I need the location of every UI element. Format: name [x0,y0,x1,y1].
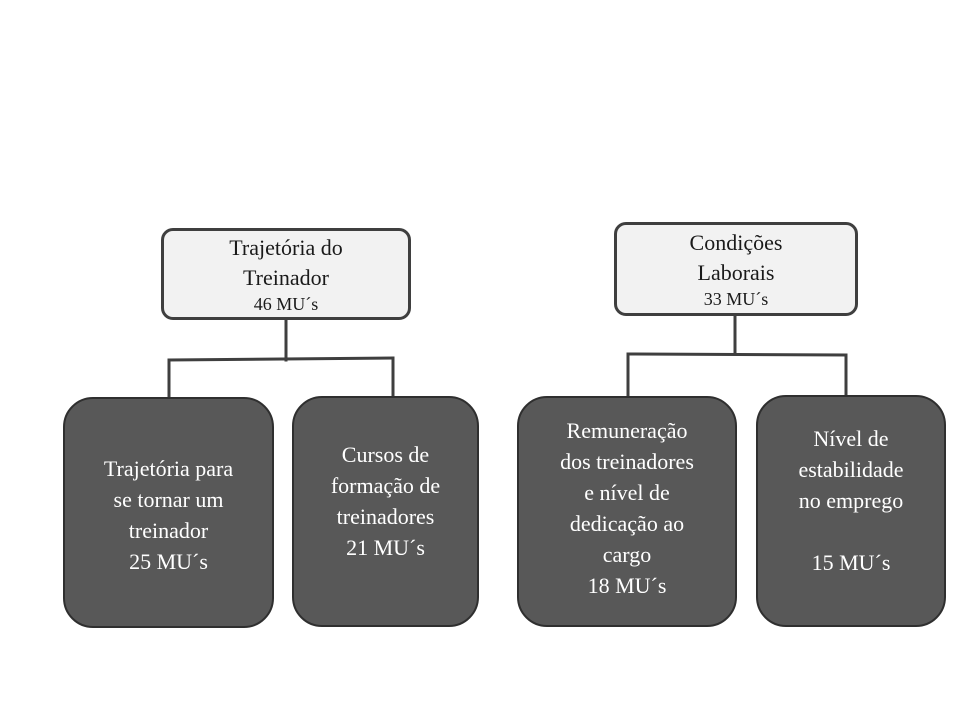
node-cursos-de-formacao: Cursos de formação de treinadores 21 MU´… [292,396,479,627]
node-value: 21 MU´s [346,534,425,560]
node-text-line: formação de [330,472,441,498]
node-condicoes-laborais: Condições Laborais 33 MU´s [614,222,858,316]
connector-right-bar [626,352,848,357]
node-text-line: estabilidade [798,456,904,482]
node-value: 18 MU´s [587,572,667,598]
node-trajetoria-do-treinador: Trajetória do Treinador 46 MU´s [161,228,411,320]
node-text-line: Trajetória para [103,455,234,481]
node-value: 25 MU´s [129,548,208,574]
node-text-line: dedicação ao [569,510,685,536]
node-nivel-de-estabilidade: Nível de estabilidade no emprego 15 MU´s [756,395,946,627]
node-text-line: no emprego [798,487,904,513]
node-text-line: cargo [602,541,652,567]
node-title-line: Trajetória do [229,235,343,260]
node-text-line: e nível de [584,479,670,505]
node-text-line: se tornar um [113,486,224,512]
node-text-line: treinadores [336,503,435,529]
node-value: 33 MU´s [703,289,769,309]
node-text-line: Remuneração [566,417,688,443]
node-title-line: Condições [689,230,783,255]
node-text-line: treinador [128,517,209,543]
node-remuneracao-dos-treinadores: Remuneração dos treinadores e nível de d… [517,396,737,627]
node-trajetoria-para-treinador: Trajetória para se tornar um treinador 2… [63,397,274,628]
connector-left-bar [167,356,395,362]
node-text-line: Cursos de [341,441,430,467]
node-value: 46 MU´s [253,294,319,314]
node-value: 15 MU´s [811,549,891,575]
node-title-line: Treinador [243,265,329,290]
node-text-line: Nível de [813,425,889,451]
node-title-line: Laborais [697,260,775,285]
node-text-line: dos treinadores [560,448,694,474]
